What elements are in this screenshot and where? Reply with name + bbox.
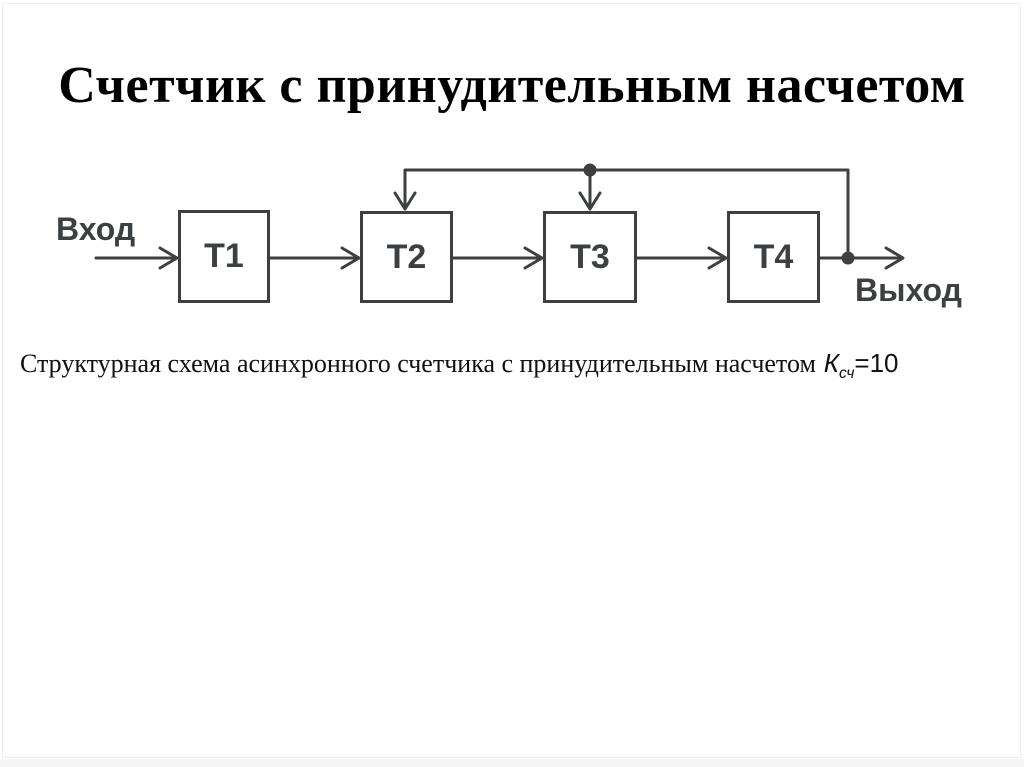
- output-arrowhead-icon: [884, 246, 905, 270]
- feedback-line: [403, 168, 850, 260]
- block-t2-label: Т2: [386, 237, 427, 276]
- formula-value: =10: [854, 348, 899, 378]
- block-t1: Т1: [178, 210, 270, 303]
- block-t3: Т3: [543, 211, 637, 303]
- output-label: Выход: [855, 272, 962, 308]
- formula-subscript: сч: [839, 365, 855, 383]
- junction-dot-output-icon: [841, 251, 855, 265]
- block-t2: Т2: [360, 211, 453, 303]
- arrow-t3-t4-head-icon: [707, 246, 728, 270]
- input-label: Вход: [56, 211, 136, 247]
- block-t1-label: Т1: [204, 237, 244, 275]
- arrow-t1-t2-head-icon: [340, 246, 361, 270]
- feedback-arrowhead-t3-icon: [578, 191, 602, 211]
- formula-symbol: К: [823, 348, 840, 378]
- caption-formula: Ксч=10: [823, 348, 899, 381]
- slide-caption: Структурная схема асинхронного счетчика …: [20, 346, 1010, 381]
- slide-bottom-edge: [0, 759, 1024, 767]
- slide-title: Счетчик с принудительным насчетом: [58, 57, 966, 114]
- junction-dot-t3-icon: [583, 163, 597, 177]
- caption-text: Структурная схема асинхронного счетчика …: [20, 349, 816, 378]
- arrow-t2-t3-head-icon: [523, 246, 544, 270]
- block-t3-label: Т3: [570, 237, 610, 276]
- block-t4: Т4: [727, 211, 820, 303]
- feedback-arrowhead-t2-icon: [393, 191, 417, 211]
- block-t4-label: Т4: [753, 237, 794, 276]
- input-arrowhead-icon: [158, 246, 179, 270]
